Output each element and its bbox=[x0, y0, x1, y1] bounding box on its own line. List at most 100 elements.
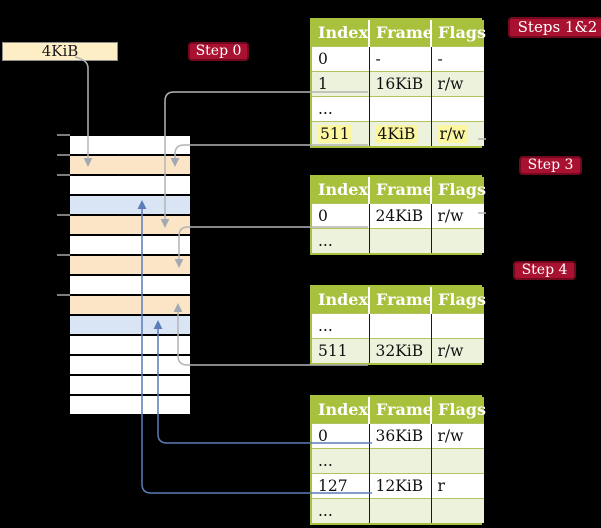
step-4-label: Step 4 bbox=[521, 262, 568, 278]
table-cell: ... bbox=[312, 227, 370, 253]
column-header: Index bbox=[312, 177, 370, 203]
column-header: Frame bbox=[369, 177, 433, 203]
table-cell: ... bbox=[312, 497, 370, 523]
cr3-register-label: 4KiB bbox=[41, 42, 79, 60]
table-cell: ... bbox=[312, 312, 370, 338]
frame-boundary-tick bbox=[57, 214, 70, 216]
table-row: ... bbox=[312, 312, 484, 338]
table-cell: 12KiB bbox=[369, 472, 432, 498]
table-cell: 0 bbox=[312, 45, 370, 71]
table-cell: 36KiB bbox=[369, 422, 432, 448]
table-cell: ... bbox=[312, 95, 370, 121]
table-cell: - bbox=[369, 45, 432, 71]
table-cell bbox=[431, 227, 484, 253]
frame-boundary-tick bbox=[57, 174, 70, 176]
step-3-badge: Step 3 bbox=[519, 156, 582, 175]
table-cell bbox=[369, 312, 432, 338]
table-cell: ... bbox=[312, 447, 370, 473]
highlighted-value: 511 bbox=[318, 124, 352, 143]
highlighted-value: 4KiB bbox=[375, 124, 418, 143]
table-row: 511 4KiB r/w bbox=[312, 120, 484, 146]
table-cell bbox=[431, 497, 484, 523]
column-header: Flags bbox=[431, 397, 486, 423]
frame-boundary-tick bbox=[57, 134, 70, 136]
table-cell: r bbox=[431, 472, 484, 498]
table-cell bbox=[369, 227, 432, 253]
table-cell: r/w bbox=[431, 202, 484, 228]
step-0-badge: Step 0 bbox=[188, 42, 249, 61]
frame-boundary-tick bbox=[57, 254, 70, 256]
table-cell: 4KiB bbox=[369, 120, 432, 146]
table-cell bbox=[431, 95, 484, 121]
table-cell bbox=[369, 447, 432, 473]
memory-frame-row bbox=[70, 396, 190, 416]
table-cell bbox=[369, 95, 432, 121]
highlighted-value: r/w bbox=[437, 124, 468, 143]
steps-1-2-label: Steps 1&2 bbox=[517, 18, 598, 36]
column-header: Index bbox=[312, 397, 370, 423]
table-cell: 16KiB bbox=[369, 70, 432, 96]
table-cell bbox=[369, 497, 432, 523]
table-row: ... bbox=[312, 447, 484, 473]
memory-frame-row bbox=[70, 176, 190, 196]
steps-1-2-badge: Steps 1&2 bbox=[508, 17, 601, 38]
column-header: Flags bbox=[431, 177, 486, 203]
cr3-register-box: 4KiB bbox=[2, 42, 118, 61]
column-header: Frame bbox=[369, 397, 433, 423]
table-cell: r/w bbox=[431, 120, 484, 146]
frame-boundary-tick bbox=[57, 154, 70, 156]
memory-column bbox=[70, 134, 190, 416]
memory-frame-row bbox=[70, 156, 190, 176]
memory-frame-row bbox=[70, 236, 190, 256]
step-0-label: Step 0 bbox=[195, 43, 242, 59]
table-cell: 127 bbox=[312, 472, 370, 498]
memory-frame-row bbox=[70, 316, 190, 336]
column-header: Index bbox=[312, 20, 370, 46]
table-row: ... bbox=[312, 497, 484, 523]
memory-frame-row bbox=[70, 296, 190, 316]
table-cell: 511 bbox=[312, 120, 370, 146]
table-cell: r/w bbox=[431, 337, 484, 363]
step-3-label: Step 3 bbox=[527, 157, 574, 173]
table-cell: 24KiB bbox=[369, 202, 432, 228]
step-4-badge: Step 4 bbox=[513, 261, 576, 280]
table-cell: 0 bbox=[312, 422, 370, 448]
memory-frame-row bbox=[70, 216, 190, 236]
memory-frame-row bbox=[70, 256, 190, 276]
table-cell: 1 bbox=[312, 70, 370, 96]
table-row: ... bbox=[312, 227, 484, 253]
frame-boundary-tick bbox=[57, 294, 70, 296]
table-cell bbox=[431, 312, 484, 338]
table-cell: 0 bbox=[312, 202, 370, 228]
table-cell: r/w bbox=[431, 70, 484, 96]
table-row: ... bbox=[312, 95, 484, 121]
table-cell: r/w bbox=[431, 422, 484, 448]
memory-frame-row bbox=[70, 136, 190, 156]
memory-frame-row bbox=[70, 276, 190, 296]
column-header: Flags bbox=[431, 287, 486, 313]
memory-frame-row bbox=[70, 336, 190, 356]
column-header: Flags bbox=[431, 20, 486, 46]
table-cell: - bbox=[431, 45, 484, 71]
table-cell: 32KiB bbox=[369, 337, 432, 363]
table-row: 0-- bbox=[312, 45, 484, 71]
memory-frame-row bbox=[70, 356, 190, 376]
column-header: Index bbox=[312, 287, 370, 313]
table-cell: 511 bbox=[312, 337, 370, 363]
